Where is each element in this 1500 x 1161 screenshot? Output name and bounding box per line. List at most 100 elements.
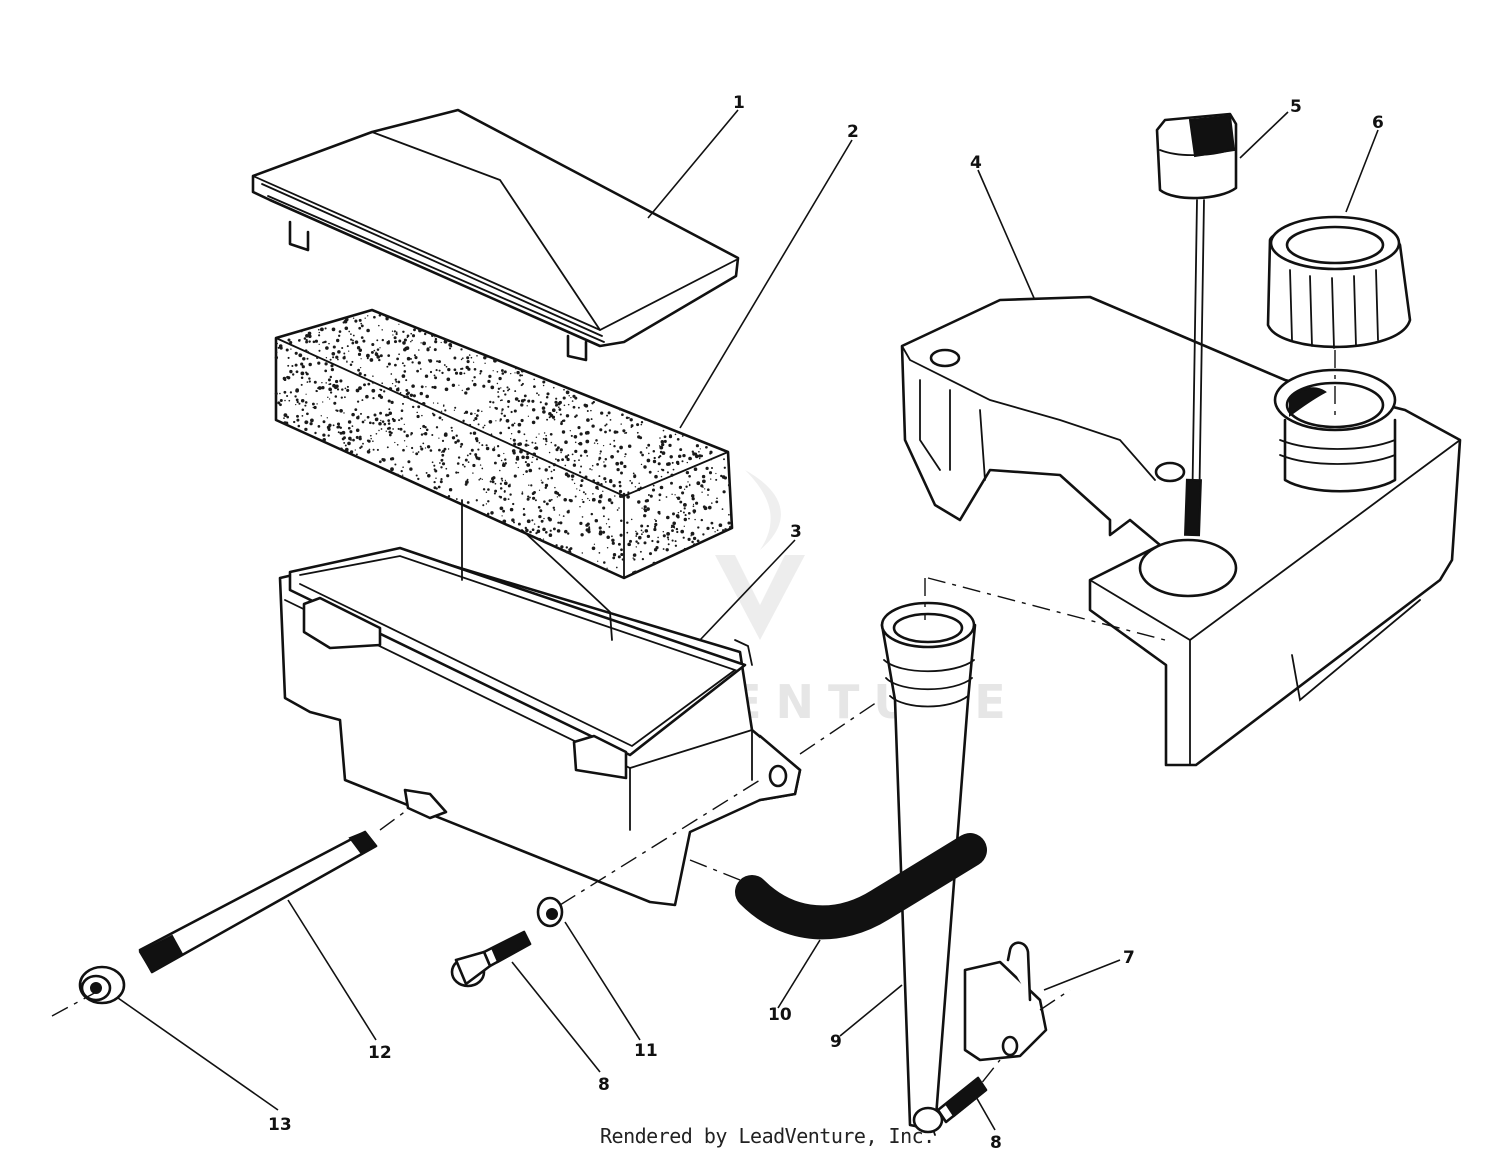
foam-speck [501,369,503,371]
foam-speck [329,358,332,361]
foam-speck [642,531,644,533]
foam-speck [519,374,522,377]
foam-speck [543,432,546,434]
foam-speck [510,438,512,440]
foam-speck [504,458,507,461]
foam-speck [367,439,371,443]
foam-speck [477,423,480,426]
foam-speck [329,383,332,385]
foam-speck [283,390,287,394]
foam-speck [561,419,565,423]
foam-speck [559,521,563,525]
foam-speck [325,357,328,359]
foam-speck [313,380,317,384]
foam-speck [362,339,366,343]
foam-speck [548,412,552,416]
foam-speck [538,514,542,519]
foam-speck [416,400,419,403]
foam-speck [678,485,683,490]
foam-speck [393,336,397,340]
foam-speck [478,441,481,444]
foam-speck [466,454,469,457]
foam-speck [553,508,556,511]
foam-speck [676,530,679,534]
foam-speck [525,439,528,442]
foam-speck [326,425,331,430]
leader-lines [117,109,1379,1131]
foam-speck [372,422,375,425]
foam-speck [558,493,561,497]
foam-speck [354,408,358,411]
foam-speck [493,461,497,465]
foam-speck [416,411,418,414]
foam-speck [653,527,657,532]
foam-speck [694,454,699,459]
foam-speck [306,381,309,383]
foam-speck [670,473,674,477]
foam-speck [442,449,446,453]
foam-speck [324,327,327,330]
foam-speck [607,498,612,502]
foam-speck [495,420,497,422]
foam-speck [563,497,567,502]
foam-speck [379,347,381,349]
foam-speck [490,385,495,390]
foam-speck [531,420,536,425]
foam-speck [494,489,498,493]
foam-speck [444,432,448,436]
foam-speck [564,549,566,551]
foam-speck [633,570,636,574]
foam-speck [683,503,687,507]
foam-speck [526,405,528,407]
foam-speck [597,560,599,562]
foam-speck [354,319,358,323]
foam-speck [395,387,400,392]
foam-speck [360,358,362,360]
foam-speck [435,369,438,372]
foam-speck [396,443,399,446]
foam-speck [618,489,623,494]
foam-speck [499,469,501,472]
foam-speck [619,533,623,537]
foam-speck [603,464,607,468]
foam-speck [411,334,416,338]
foam-speck [475,414,479,417]
foam-speck [522,473,525,476]
part-8-bolt-lower [912,1076,988,1134]
foam-speck [405,346,410,350]
foam-speck [567,454,570,457]
foam-speck [681,491,685,495]
foam-speck [723,466,726,469]
foam-speck [557,406,560,409]
foam-speck [559,413,562,416]
foam-speck [538,489,541,491]
foam-speck [722,490,726,494]
foam-speck [500,477,503,480]
foam-speck [499,418,503,421]
foam-speck [324,362,328,366]
foam-speck [497,395,500,398]
foam-speck [343,412,345,414]
foam-speck [634,486,637,488]
foam-speck [459,371,463,376]
foam-speck [666,515,670,520]
foam-speck [592,493,594,495]
foam-speck [579,442,583,446]
foam-speck [299,339,301,341]
foam-speck [385,413,388,417]
foam-speck [340,396,343,399]
foam-speck [711,526,714,530]
foam-speck [705,466,709,470]
foam-speck [361,399,364,402]
foam-speck [378,358,381,362]
foam-speck [679,510,682,513]
foam-speck [335,355,339,359]
foam-speck [683,525,685,527]
foam-speck [425,471,428,474]
foam-speck [308,377,311,380]
foam-speck [602,506,606,510]
foam-speck [431,433,434,437]
foam-speck [621,558,624,561]
foam-speck [383,390,386,393]
foam-speck [421,414,423,417]
